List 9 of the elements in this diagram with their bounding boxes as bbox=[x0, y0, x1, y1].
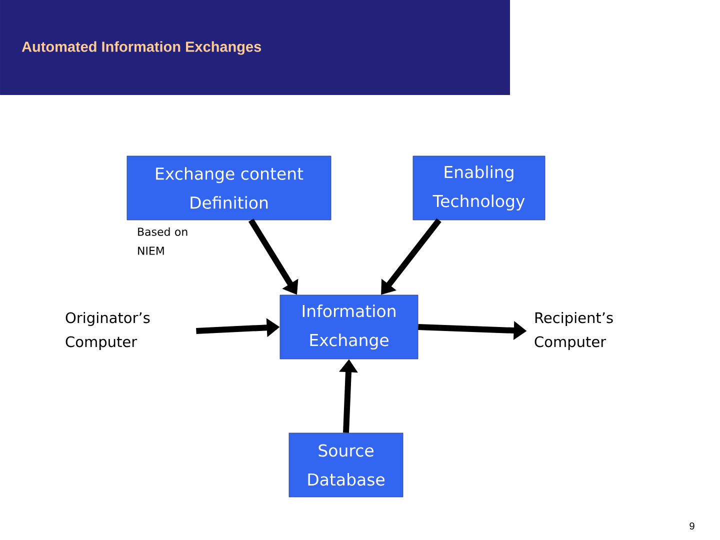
process-box: Source Database bbox=[288, 432, 404, 498]
process-box: Exchange content Definition bbox=[126, 156, 332, 220]
process-box: Information Exchange bbox=[280, 294, 418, 360]
process-box: Enabling Technology bbox=[412, 156, 546, 220]
slide-title: Automated Information Exchanges bbox=[22, 41, 262, 55]
page-number: 9 bbox=[690, 522, 694, 530]
computer-label: Originator’s Computer bbox=[66, 312, 150, 350]
computer-label: Recipient’s Computer bbox=[534, 312, 613, 350]
note-text: Based on NIEM bbox=[138, 227, 188, 255]
